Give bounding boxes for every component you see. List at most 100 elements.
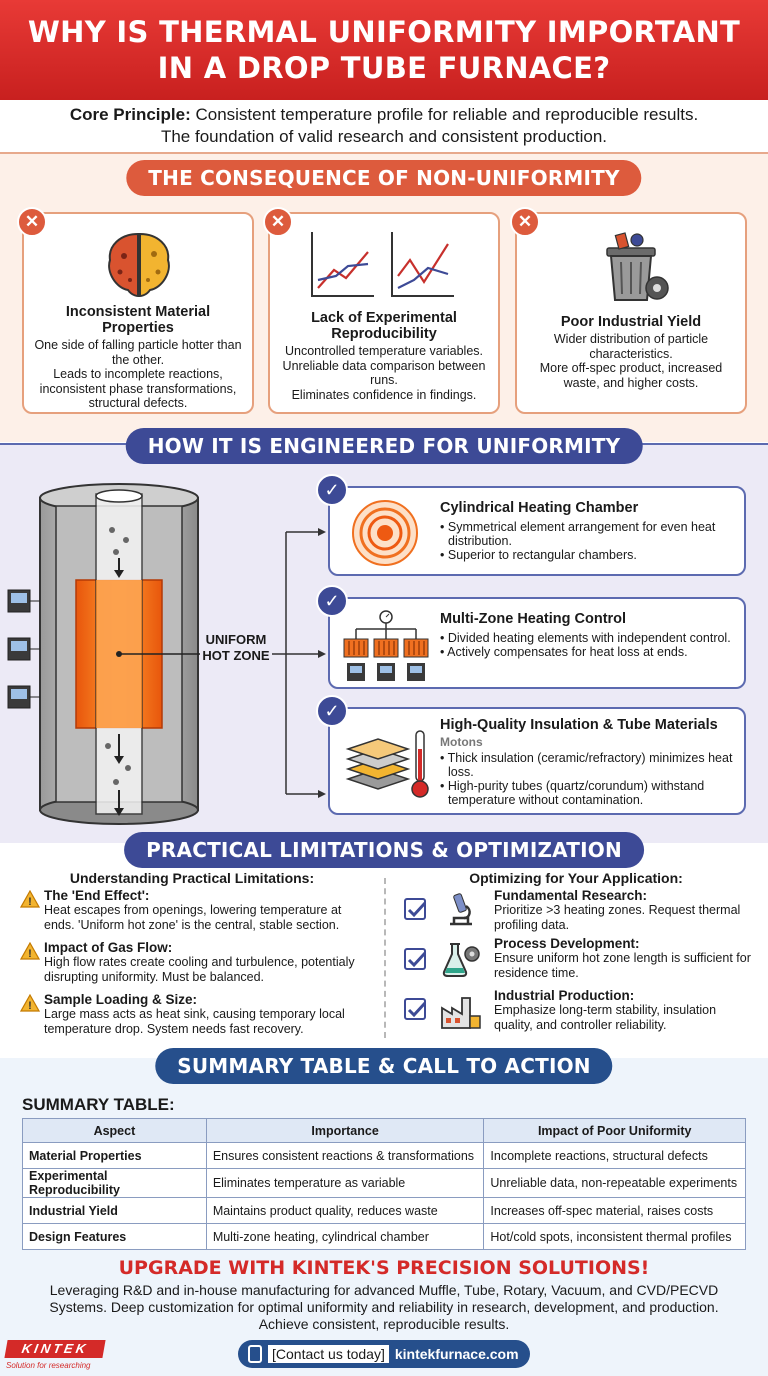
table-header-row: Aspect Importance Impact of Poor Uniform…	[22, 1118, 746, 1143]
table-row: Experimental Reproducibility Eliminates …	[22, 1168, 746, 1198]
insulation-layers-thermometer-icon	[345, 730, 429, 798]
feature-insulation-materials: ✓ High-Quality Insulation & Tube Materia…	[316, 695, 746, 815]
mismatched-charts-icon	[311, 232, 454, 297]
warning-icon: !	[20, 890, 40, 908]
card-title: Inconsistent Material Properties	[65, 304, 211, 336]
core-text: Consistent temperature profile for relia…	[190, 105, 699, 124]
column-divider	[384, 878, 386, 1038]
feature-bullet: Thick insulation (ceramic/refractory) mi…	[440, 751, 734, 779]
card-text: More off-spec product, increased waste, …	[539, 361, 723, 390]
table-cell: Eliminates temperature as variable	[205, 1168, 485, 1198]
optimization-title: Fundamental Research:	[494, 888, 648, 903]
cta-line-2: Systems. Deep customization for optimal …	[49, 1299, 719, 1315]
contact-label: [Contact us today]	[268, 1345, 389, 1363]
card-text: One side of falling particle hotter than…	[34, 338, 242, 367]
checkbox-icon	[404, 998, 427, 1020]
table-cell: Incomplete reactions, structural defects	[483, 1142, 746, 1169]
x-icon: ✕	[17, 207, 47, 237]
limitations-column: Understanding Practical Limitations:	[0, 870, 384, 886]
feature-bullet: High-purity tubes (quartz/corundum) with…	[440, 779, 734, 807]
hot-zone-label: UNIFORM HOT ZONE	[200, 632, 272, 664]
flask-gear-icon	[442, 943, 480, 977]
card-title: Lack of Experimental Reproducibility	[311, 310, 457, 342]
feature-bullet: Actively compensates for heat loss at en…	[440, 645, 734, 659]
table-cell: Hot/cold spots, inconsistent thermal pro…	[483, 1223, 746, 1250]
summary-table-heading: SUMMARY TABLE:	[22, 1095, 175, 1114]
title-line-2: IN A DROP TUBE FURNACE?	[157, 51, 611, 85]
limitation-item: Sample Loading & Size: Large mass acts a…	[44, 992, 374, 1036]
table-cell: Maintains product quality, reduces waste	[205, 1197, 485, 1224]
check-icon: ✓	[316, 585, 348, 617]
limitation-text: High flow rates create cooling and turbu…	[44, 955, 355, 984]
cta-line-1: Leveraging R&D and in-house manufacturin…	[49, 1282, 719, 1298]
cta-body: Leveraging R&D and in-house manufacturin…	[0, 1282, 768, 1333]
logo-tagline: Solution for researching	[6, 1361, 91, 1370]
column-header: Impact of Poor Uniformity	[483, 1118, 746, 1143]
card-text: Uncontrolled temperature variables.	[284, 344, 484, 358]
limitation-title: The 'End Effect':	[44, 888, 150, 903]
check-icon: ✓	[316, 695, 348, 727]
table-cell: Experimental Reproducibility	[22, 1168, 207, 1198]
table-cell: Material Properties	[22, 1142, 207, 1169]
optimization-text: Ensure uniform hot zone length is suffic…	[494, 951, 751, 980]
cta-headline: UPGRADE WITH KINTEK'S PRECISION SOLUTION…	[118, 1257, 650, 1279]
feature-bullets: Divided heating elements with independen…	[440, 631, 734, 659]
split-particle-icon	[108, 232, 170, 298]
hot-zone-line-2: HOT ZONE	[202, 648, 270, 663]
optimization-title: Industrial Production:	[494, 988, 635, 1003]
table-cell: Multi-zone heating, cylindrical chamber	[205, 1223, 485, 1250]
table-row: Industrial Yield Maintains product quali…	[22, 1197, 746, 1224]
multi-zone-controller-icon	[343, 610, 429, 681]
limitation-title: Sample Loading & Size:	[44, 992, 198, 1007]
table-cell: Ensures consistent reactions & transform…	[205, 1142, 485, 1169]
limitations-heading: Understanding Practical Limitations:	[69, 870, 315, 886]
feature-bullet: Divided heating elements with independen…	[440, 631, 734, 645]
feature-bullets: Thick insulation (ceramic/refractory) mi…	[440, 751, 734, 807]
card-text: Leads to incomplete reactions, inconsist…	[39, 367, 237, 410]
card-poor-yield: ✕ Poor Industrial Yield Wider distributi…	[510, 207, 747, 414]
card-text: Wider distribution of particle character…	[553, 332, 709, 361]
optimization-item: Industrial Production: Emphasize long-te…	[494, 988, 754, 1032]
x-icon: ✕	[263, 207, 293, 237]
core-principle: Core Principle: Consistent temperature p…	[0, 104, 768, 148]
optimization-title: Process Development:	[494, 936, 640, 951]
feature-title: High-Quality Insulation & Tube Materials	[440, 717, 718, 733]
page-header: WHY IS THERMAL UNIFORMITY IMPORTANT IN A…	[0, 0, 768, 100]
contact-button[interactable]: [Contact us today] kintekfurnace.com	[238, 1340, 530, 1368]
kintek-logo: KINTEK Solution for researching	[4, 1340, 106, 1370]
card-reproducibility: ✕ Lack of Experimental Reproducibility U…	[263, 207, 500, 414]
furnace-cross-section-diagram	[7, 483, 326, 825]
optimization-heading: Optimizing for Your Application:	[469, 870, 683, 886]
checkbox-icon	[404, 948, 427, 970]
warning-icon: !	[20, 942, 40, 960]
feature-title: Multi-Zone Heating Control	[440, 611, 627, 627]
feature-subtitle: Motons	[440, 735, 483, 749]
limitation-item: Impact of Gas Flow: High flow rates crea…	[44, 940, 374, 984]
limitation-text: Heat escapes from openings, lowering tem…	[44, 903, 342, 932]
checkbox-icon	[404, 898, 427, 920]
card-title: Poor Industrial Yield	[560, 314, 702, 330]
svg-text:!: !	[28, 896, 32, 908]
feature-bullet: Symmetrical element arrangement for even…	[440, 520, 734, 548]
check-icon: ✓	[316, 474, 348, 506]
feature-multi-zone-control: ✓ Multi-Zone Heating Control Divided hea…	[316, 585, 746, 689]
logo-wordmark: KINTEK	[4, 1340, 106, 1358]
column-header: Aspect	[22, 1118, 207, 1143]
title-line-1: WHY IS THERMAL UNIFORMITY IMPORTANT	[27, 15, 741, 49]
card-text: Unreliable data comparison between runs.	[282, 358, 486, 388]
cta-line-3: Achieve consistent, reproducible results…	[258, 1316, 510, 1332]
summary-title: SUMMARY TABLE & CALL TO ACTION	[155, 1048, 613, 1084]
table-cell: Increases off-spec material, raises cost…	[483, 1197, 746, 1224]
contact-url[interactable]: kintekfurnace.com	[394, 1346, 519, 1362]
x-icon: ✕	[510, 207, 540, 237]
optimization-text: Prioritize >3 heating zones. Request the…	[494, 903, 741, 932]
microscope-icon	[450, 893, 472, 926]
feature-cylindrical-chamber: ✓ Cylindrical Heating Chamber Symmetrica…	[316, 474, 746, 576]
limitation-item: The 'End Effect': Heat escapes from open…	[44, 888, 374, 932]
table-row: Material Properties Ensures consistent r…	[22, 1142, 746, 1169]
warning-icon: !	[20, 994, 40, 1012]
optimization-text: Emphasize long-term stability, insulatio…	[494, 1003, 717, 1032]
core-label: Core Principle:	[69, 105, 191, 124]
svg-text:!: !	[28, 1000, 32, 1012]
feature-title: Cylindrical Heating Chamber	[440, 500, 639, 516]
